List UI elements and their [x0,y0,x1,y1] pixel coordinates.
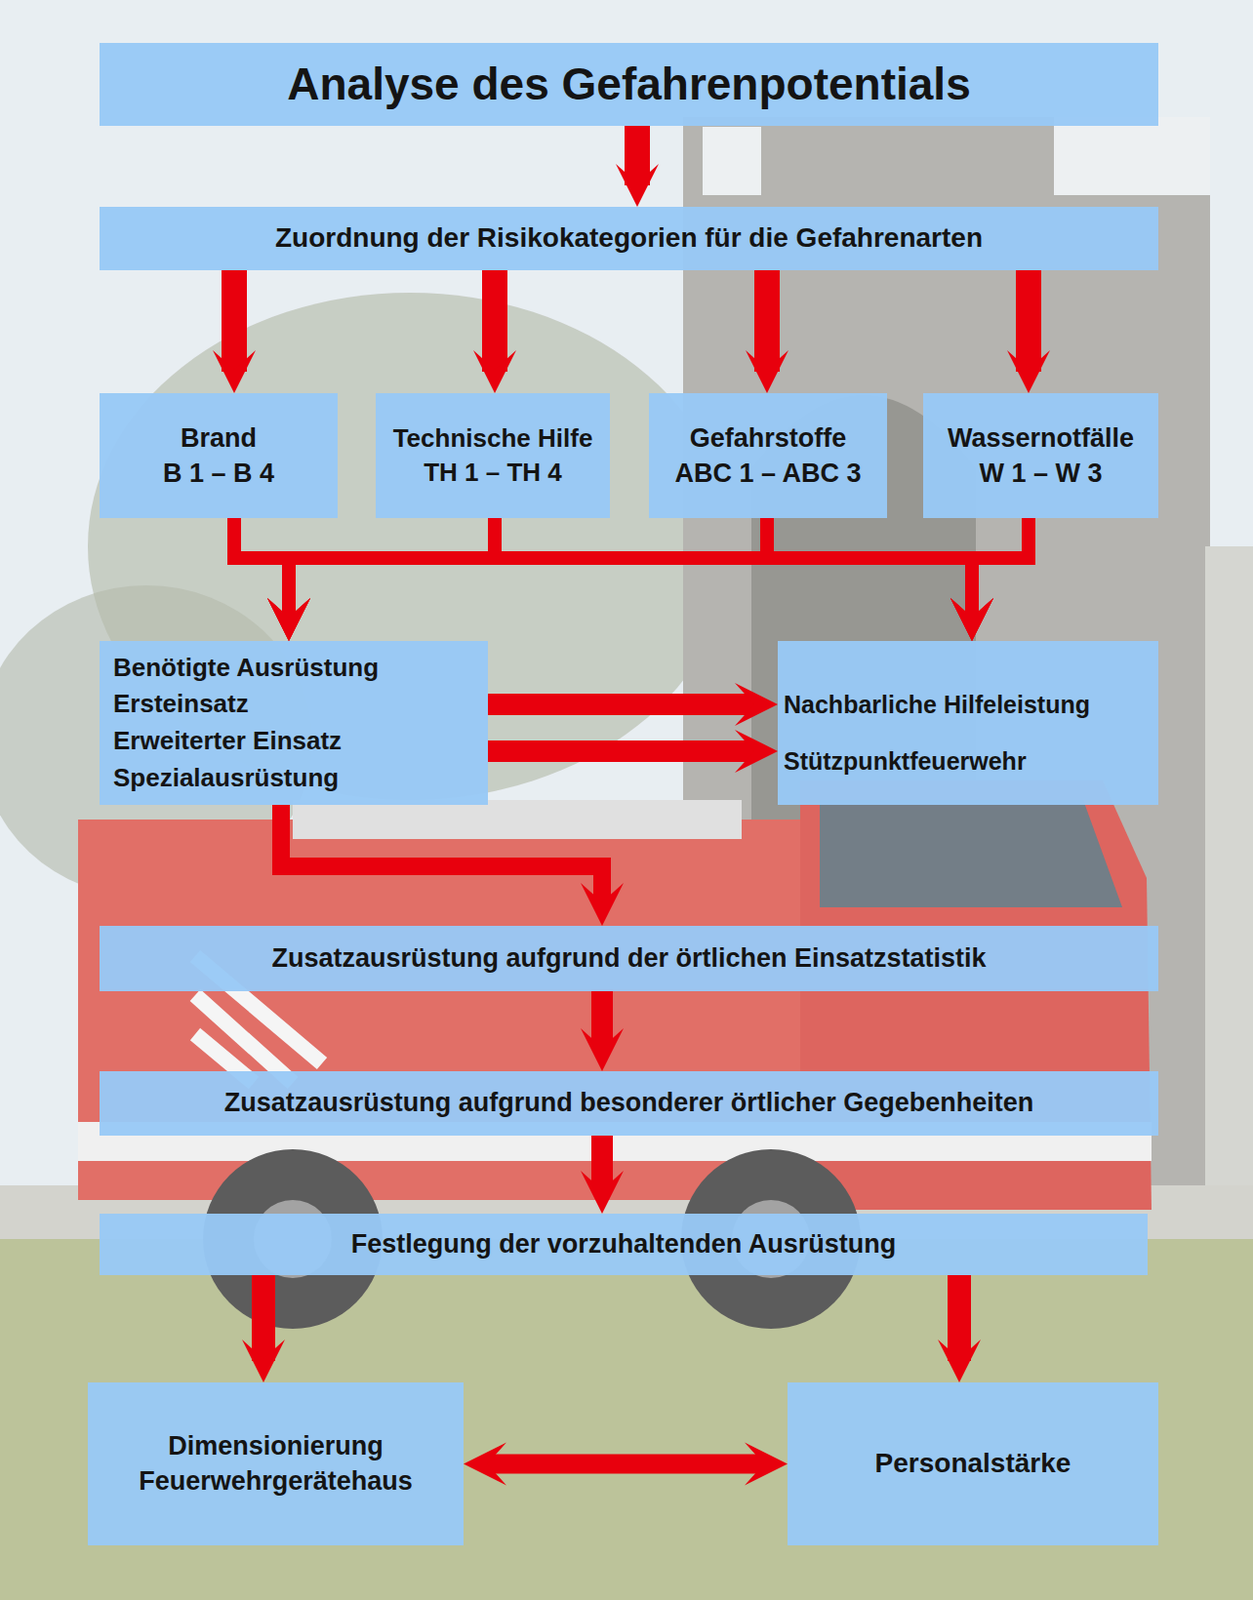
box-text: Technische Hilfe [393,421,594,456]
flow-arrow [767,518,994,642]
box-text: Brand [180,420,257,456]
box-text: Wassernotfälle [947,420,1134,456]
box-text: W 1 – W 3 [978,455,1102,491]
flow-arrow [234,518,994,642]
flow-arrow [494,518,994,642]
flow-arrow [463,1443,788,1487]
arrow-head [734,683,778,727]
result-box: Dimensionierung Feuerwehrgerätehaus [87,1382,464,1546]
arrow-shaft [1015,270,1042,372]
arrow-shaft [482,270,508,372]
flow-arrow [487,683,778,727]
box-text: Benötigte Ausrüstung [113,649,379,688]
arrow-head [1007,350,1051,394]
flow-arrow [1007,270,1051,394]
arrow-shaft [487,693,757,716]
arrow-head [937,1339,981,1383]
flow-arrow [473,270,517,394]
arrow-shaft [234,518,972,620]
box-text: ABC 1 – ABC 3 [674,455,861,491]
arrow-head [744,1443,788,1487]
result-box: Personalstärke [787,1382,1159,1546]
arrow-head [473,350,517,394]
arrow-shaft [487,740,757,763]
flow-arrow [937,1275,981,1383]
arrow-head [267,598,311,642]
band-box: Festlegung der vorzuhaltenden Ausrüstung [99,1213,1148,1276]
box-text: Gefahrstoffe [689,420,848,456]
box-text: TH 1 – TH 4 [423,455,563,490]
band-box: Zusatzausrüstung aufgrund der örtlichen … [99,926,1159,992]
band-box: Zusatzausrüstung aufgrund besonderer ört… [99,1071,1159,1136]
arrow-head [580,1171,624,1214]
arrow-head [745,350,789,394]
flow-arrow [281,805,624,927]
arrow-shaft [947,1275,971,1362]
flow-arrow [242,1275,285,1383]
flow-arrow [234,518,311,642]
flow-arrow [267,518,495,642]
arrow-shaft [494,518,972,620]
box-text: Personalstärke [875,1446,1072,1482]
arrow-head [242,1339,285,1383]
box-text: Festlegung der vorzuhaltenden Ausrüstung [351,1227,897,1262]
support-box: Nachbarliche HilfeleistungStützpunktfeue… [777,641,1159,806]
arrow-shaft [767,518,972,620]
flow-arrow [487,729,778,773]
box-text: Erweiterter Einsatz [113,723,342,761]
flow-arrow [615,125,659,207]
arrow-shaft [221,270,247,372]
box-text: Nachbarliche Hilfeleistung [783,687,1091,723]
box-text: Spezialausrüstung [113,760,339,798]
arrow-shaft [288,518,495,620]
box-text: Zuordnung der Risikokategorien für die G… [275,220,983,256]
arrow-shaft [251,1275,276,1362]
category-box: BrandB 1 – B 4 [99,393,338,519]
arrow-head [615,163,659,207]
box-text: Stützpunktfeuerwehr [783,743,1027,779]
box-text: Zusatzausrüstung aufgrund der örtlichen … [271,941,986,976]
flow-arrow [745,270,789,394]
arrow-shaft [288,518,768,620]
arrow-shaft [288,518,1029,620]
box-text: Ersteinsatz [113,686,249,724]
box-text: B 1 – B 4 [162,455,275,491]
arrow-head [212,350,256,394]
flow-arrow [950,518,1029,642]
arrow-head [580,1028,624,1072]
equipment-box: Benötigte AusrüstungErsteinsatzErweitert… [99,641,488,806]
arrow-shaft [485,1455,767,1475]
arrow-head [734,729,778,773]
arrow-shaft [281,805,603,905]
arrow-head [463,1443,507,1487]
category-box: GefahrstoffeABC 1 – ABC 3 [648,393,888,519]
top-box: Analyse des Gefahrenpotentials [99,42,1159,126]
category-box: WassernotfälleW 1 – W 3 [923,393,1159,519]
arrow-head [580,883,624,927]
arrow-shaft [234,518,289,620]
arrow-head [950,598,994,642]
box-text: Dimensionierung Feuerwehrgerätehaus [95,1429,456,1498]
flow-arrow [212,270,256,394]
box-text: Zusatzausrüstung aufgrund besonderer ört… [224,1086,1035,1121]
category-box: Technische HilfeTH 1 – TH 4 [375,393,610,519]
box-text: Analyse des Gefahrenpotentials [286,55,971,115]
flow-arrow [580,1135,624,1214]
band-box: Zuordnung der Risikokategorien für die G… [99,206,1159,271]
flow-arrow [267,518,1029,642]
flow-arrow [267,518,768,642]
flow-arrow [580,991,624,1072]
arrow-shaft [754,270,780,372]
arrow-shaft [971,518,1029,620]
